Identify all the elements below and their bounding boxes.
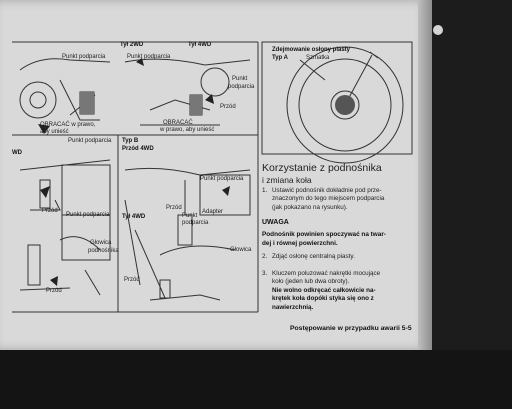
- label-punkt: Punkt: [232, 76, 248, 82]
- label-punkt-lower: Punkt: [182, 213, 198, 219]
- label-przod-mid: Przód: [166, 205, 182, 211]
- step-3-line-3: Nie wolno odkręcać całkowicie na-: [272, 286, 376, 294]
- label-cover-title-2: Typ A: [272, 55, 288, 61]
- step-2: 2. Zdjąć osłonę centralną piasty.: [262, 253, 355, 261]
- step-1: 1. Ustawić podnośnik dokładnie pod prze-…: [262, 187, 385, 212]
- label-przod-lower-right: Przód: [124, 277, 140, 283]
- label-obracac-mid-1: OBRACAĆ: [163, 120, 193, 126]
- label-przod-top: Przód: [220, 104, 236, 110]
- label-podparcia-lower: podparcia: [182, 220, 209, 226]
- label-punkt-podparcia-5: Punkt podparcia: [66, 212, 110, 218]
- label-glowica: Głowica: [230, 247, 252, 253]
- step-1-number: 1.: [262, 187, 268, 194]
- label-przod-4wd: Przód 4WD: [122, 146, 154, 152]
- warning-line-1: Podnośnik powinien spoczywać na twar-: [262, 231, 386, 238]
- manual-page: Tył 2WD Tył 4WD Punkt podparcia Punkt po…: [0, 0, 430, 350]
- label-adapter: Adapter: [202, 209, 224, 215]
- label-typ-b: Typ B: [122, 138, 139, 144]
- label-obracac-left-1: OBRACAĆ w prawo,: [40, 122, 96, 128]
- section-subheading: i zmiana koła: [262, 175, 312, 185]
- step-3-line-2: koło (jeden lub dwa obroty).: [272, 278, 350, 286]
- step-3-line-5: nawierzchnią.: [272, 303, 314, 311]
- label-obracac-left-2: aby unieść: [40, 129, 69, 135]
- step-3-number: 3.: [262, 270, 268, 277]
- label-podparcia: podparcia: [228, 84, 255, 90]
- step-1-line-3: (jak pokazano na rysunku).: [272, 203, 348, 211]
- warning-line-2: dej i równej powierzchni.: [262, 240, 338, 247]
- step-1-line-2: znaczonym do tego miejscem podparcia: [272, 195, 385, 203]
- step-3-line-4: krętek koła dopóki styka się ono z: [272, 295, 374, 303]
- step-3-line-1: Kluczem poluzować nakrętki mocujące: [272, 270, 381, 277]
- label-szmatka: Szmatka: [306, 55, 330, 61]
- binder-hole: [433, 25, 443, 35]
- label-przod-lower-left: Przód: [46, 288, 62, 294]
- label-punkt-podparcia-1: Punkt podparcia: [62, 54, 106, 60]
- label-glowica-podnosnika-2: podnośnika: [88, 248, 119, 254]
- label-obracac-mid-2: w prawo, aby unieść: [160, 127, 215, 133]
- label-punkt-podparcia-2: Punkt podparcia: [127, 54, 171, 60]
- warning-text: Podnośnik powinien spoczywać na twar- de…: [262, 230, 386, 248]
- illustration-linework: [12, 41, 413, 313]
- step-2-number: 2.: [262, 253, 268, 260]
- step-1-line-1: Ustawić podnośnik dokładnie pod prze-: [272, 187, 382, 194]
- label-punkt-podparcia-3: Punkt podparcia: [68, 138, 112, 144]
- page-footer: Postępowanie w przypadku awarii 5-5: [290, 325, 412, 332]
- label-przod-left: Przód: [42, 208, 58, 214]
- label-cover-title-1: Zdejmowanie osłony piasty: [272, 47, 351, 53]
- step-2-line-1: Zdjąć osłonę centralną piasty.: [272, 253, 355, 260]
- label-glowica-podnosnika-1: Głowica: [90, 240, 112, 246]
- section-heading: Korzystanie z podnośnika: [262, 162, 382, 174]
- book-spine-background: [0, 350, 512, 409]
- label-wd-left: WD: [12, 150, 22, 156]
- page-edge: [418, 0, 432, 352]
- step-3: 3. Kluczem poluzować nakrętki mocujące k…: [262, 270, 381, 312]
- label-tyl-4wd: Tył 4WD: [188, 42, 212, 48]
- label-tyl-4wd-lower: Tył 4WD: [122, 214, 146, 220]
- label-tyl-2wd: Tył 2WD: [120, 42, 144, 48]
- label-punkt-podparcia-4: Punkt podparcia: [200, 176, 244, 182]
- warning-title: UWAGA: [262, 219, 289, 226]
